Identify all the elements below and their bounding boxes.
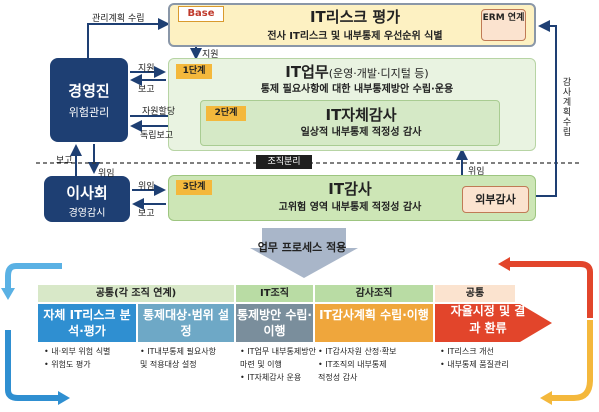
process-apply-label: 업무 프로세스 적용	[257, 241, 347, 254]
desc-item: • IT조직의 내부통제	[318, 360, 387, 369]
header-common: 공통	[435, 285, 515, 302]
it-audit-title: IT감사	[328, 180, 372, 198]
step-control-scope: 통제대상·범위 설정	[138, 304, 234, 342]
desc-self-correction: • IT리스크 개선 • 내부통제 품질관리	[440, 345, 520, 371]
label-report-board: 보고	[138, 209, 155, 219]
desc-item: • IT내부통제 필요사항	[140, 347, 216, 356]
desc-item: • 내부통제 품질관리	[440, 360, 509, 369]
label-independent-report: 독립보고	[140, 131, 174, 141]
label-report-mid: 보고	[138, 85, 155, 95]
desc-item: • IT감사자원 산정·확보	[318, 347, 397, 356]
header-it-org: IT조직	[236, 285, 313, 302]
desc-control-plan: • IT업무 내부통제방안 마련 및 이행 • IT자체감사 운용	[240, 345, 318, 384]
label-support-top: 지원	[202, 50, 219, 60]
it-business-title: IT업무(운영·개발·디지털 등)	[212, 61, 502, 82]
desc-item: • 위험도 평가	[44, 360, 91, 369]
org-split-label: 조직분리	[256, 155, 312, 169]
desc-item: • IT리스크 개선	[440, 347, 494, 356]
it-self-audit-subtitle: 일상적 내부통제 적정성 감사	[300, 127, 422, 138]
it-risk-assessment-box	[168, 3, 536, 47]
step-control-plan: 통제방안 수립·이행	[236, 304, 313, 342]
executive-box: 경영진 위험관리	[50, 58, 128, 142]
step-audit-plan: IT감사계획 수립·이행	[315, 304, 433, 342]
header-common-linked: 공통(각 조직 연계)	[38, 285, 234, 302]
erm-link-tag: ERM 연계	[481, 9, 526, 41]
it-self-audit-box	[200, 100, 500, 146]
desc-audit-plan: • IT감사자원 산정·확보 • IT조직의 내부통제 적정성 감사	[318, 345, 436, 384]
board-box: 이사회 경영감시	[44, 176, 130, 222]
it-audit-subtitle: 고위험 영역 내부통제 적정성 감사	[278, 202, 422, 213]
it-business-subtitle: 통제 필요사항에 대한 내부통제방안 수립·운용	[260, 84, 454, 95]
label-delegate-left: 위임	[98, 169, 115, 179]
desc-item: 적정성 감사	[318, 373, 358, 382]
label-delegate-board: 위임	[138, 182, 155, 192]
desc-item: • 내·외부 위험 식별	[44, 347, 111, 356]
label-delegate-right: 위임	[468, 167, 485, 177]
label-report-left: 보고	[56, 156, 73, 166]
base-tag: Base	[178, 6, 224, 22]
stage-1-badge: 1단계	[176, 64, 212, 79]
desc-item: 및 적용대상 설정	[140, 360, 197, 369]
desc-item: • IT자체감사 운용	[240, 373, 302, 382]
desc-item: 마련 및 이행	[240, 360, 282, 369]
board-subtitle: 경영감시	[68, 208, 106, 219]
stage-2-badge: 2단계	[206, 106, 246, 121]
executive-subtitle: 위험관리	[68, 106, 110, 119]
label-support-mid: 지원	[138, 64, 155, 74]
desc-item: • IT업무 내부통제방안	[240, 347, 316, 356]
external-audit-box: 외부감사	[462, 186, 529, 213]
it-business-title-paren: (운영·개발·디지털 등)	[328, 67, 429, 80]
risk-assessment-subtitle: 전사 IT리스크 및 내부통제 우선순위 식별	[267, 31, 443, 42]
risk-assessment-title: IT리스크 평가	[309, 8, 401, 26]
header-audit-org: 감사조직	[315, 285, 433, 302]
label-audit-plan-vertical: 감사계획 수립	[562, 78, 572, 138]
it-business-title-main: IT업무	[285, 63, 329, 81]
desc-control-scope: • IT내부통제 필요사항 및 적용대상 설정	[140, 345, 234, 371]
label-resource-alloc: 자원할당	[142, 107, 176, 117]
step-risk-analysis: 자체 IT리스크 분석·평가	[38, 304, 136, 342]
stage-3-badge: 3단계	[176, 180, 212, 195]
label-mgmt-plan: 관리계획 수립	[92, 14, 145, 24]
executive-title: 경영진	[68, 82, 110, 100]
board-title: 이사회	[66, 184, 108, 202]
step-self-correction: 자율시정 및 결과 환류	[450, 304, 526, 335]
it-self-audit-title: IT자체감사	[325, 106, 397, 124]
desc-risk-analysis: • 내·외부 위험 식별 • 위험도 평가	[44, 345, 138, 371]
